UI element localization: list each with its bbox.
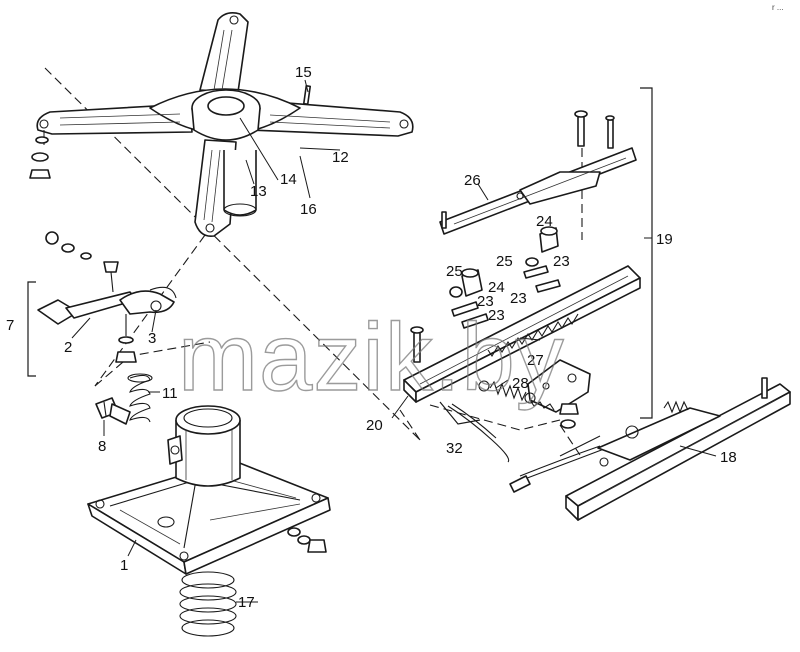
callout-7: 7: [6, 317, 14, 334]
spring-part-17: [179, 571, 237, 637]
lower-rail-part-20: [403, 265, 641, 403]
washer-nut-stack-right: [287, 527, 327, 553]
upper-rail-part-26: [439, 110, 637, 235]
pin-part: [302, 85, 312, 105]
assembled-rail-part-18: [519, 377, 791, 521]
callout-28: 28: [512, 375, 529, 392]
callout-24b: 24: [488, 279, 505, 296]
group-bracket-19: [640, 87, 653, 419]
callout-25b: 25: [446, 263, 463, 280]
group-bracket-7: [27, 281, 36, 377]
callout-32: 32: [446, 440, 463, 457]
callout-20: 20: [366, 417, 383, 434]
corner-mark: r ...: [772, 3, 784, 12]
spider-base-part: [36, 12, 414, 238]
callout-23c: 23: [510, 290, 527, 307]
callout-23a: 23: [553, 253, 570, 270]
callout-15: 15: [295, 64, 312, 81]
callout-labels: 15 12 13 14 16 7 2 3 11 8 1 17 26 24 19 …: [6, 64, 737, 611]
adjuster-part-8: [95, 397, 131, 425]
callout-17: 17: [238, 594, 255, 611]
group-bracket-32: [439, 401, 481, 425]
base-plate-part: [87, 405, 331, 575]
callout-18: 18: [720, 449, 737, 466]
callout-3: 3: [148, 330, 156, 347]
callout-2: 2: [64, 339, 72, 356]
callout-23d: 23: [488, 307, 505, 324]
pedal-lever-assembly: [37, 231, 177, 363]
callout-19: 19: [656, 231, 673, 248]
callout-leaders: [71, 79, 717, 603]
callout-26: 26: [464, 172, 481, 189]
callout-1: 1: [120, 557, 128, 574]
callout-23b: 23: [477, 293, 494, 310]
callout-14: 14: [280, 171, 297, 188]
control-rod-part-32: [447, 403, 613, 493]
watermark-text: mazik.by: [178, 304, 565, 411]
callout-11: 11: [162, 385, 178, 402]
latch-plate-part-27: [527, 359, 591, 429]
rollers-and-clips: [449, 226, 561, 329]
callout-27: 27: [527, 352, 544, 369]
callout-16: 16: [300, 201, 317, 218]
callout-25a: 25: [496, 253, 513, 270]
callout-13: 13: [250, 183, 267, 200]
callout-8: 8: [98, 438, 106, 455]
spring-part-11: [127, 373, 153, 423]
callout-24a: 24: [536, 213, 553, 230]
washer-nut-stack-left: [29, 130, 51, 179]
callout-12: 12: [332, 149, 349, 166]
